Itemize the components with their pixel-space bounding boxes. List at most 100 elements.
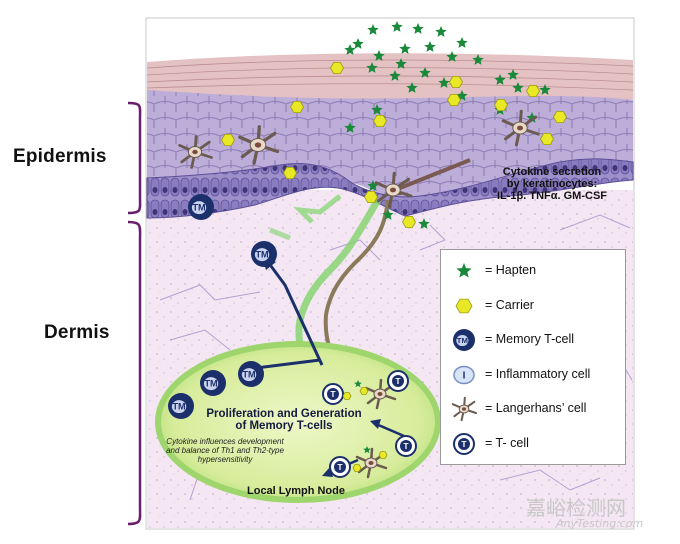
influence-line-1: Cytokine influences development [166, 437, 284, 446]
cytokine-influence-note: Cytokine influences development and bala… [150, 437, 300, 464]
svg-text:TM: TM [457, 336, 468, 345]
legend-item: T = T- cell [441, 429, 625, 459]
memory-t-cell-icon: TM [238, 361, 264, 387]
svg-text:TM: TM [192, 202, 205, 212]
hapten-star-icon [412, 23, 424, 34]
legend-label: = Langerhans’ cell [485, 401, 587, 415]
hapten-star-icon [456, 263, 472, 278]
legend-item: TM = Memory T-cell [441, 325, 625, 355]
legend-label: = T- cell [485, 435, 529, 450]
memory-t-cell-icon: TM [251, 241, 277, 267]
t-cell-icon: T [329, 456, 351, 478]
memory-t-cell-icon: TM [188, 194, 214, 220]
carrier-hexagon-icon [359, 387, 369, 395]
t-cell-icon: T [395, 435, 417, 457]
hapten-star-icon [472, 54, 484, 65]
dermis-bracket [127, 220, 142, 526]
svg-text:T: T [330, 389, 336, 399]
legend-item: = Carrier [441, 291, 625, 321]
langerhans-cell-icon [364, 378, 397, 410]
carrier-hexagon-icon [342, 392, 352, 400]
langerhans-cell-icon [238, 125, 280, 165]
legend-label: = Carrier [485, 297, 534, 312]
carrier-hexagon-icon [526, 85, 540, 97]
t-cell-icon: T [453, 432, 475, 455]
carrier-hexagon-icon [283, 166, 297, 180]
hapten-star-icon [367, 24, 379, 35]
svg-text:T: T [403, 441, 409, 451]
carrier-hexagon-icon [352, 464, 362, 472]
hapten-star-icon [406, 82, 418, 93]
carrier-hexagon-icon [449, 76, 463, 88]
svg-text:TM: TM [255, 249, 268, 259]
watermark-en: AnyTesting.com [556, 517, 644, 530]
hapten-star-icon [382, 209, 394, 220]
langerhans-cell-icon [178, 135, 213, 169]
local-lymph-node-label: Local Lymph Node [247, 485, 345, 497]
inflammatory-cell-icon: I [453, 365, 475, 384]
carrier-hexagon-icon [455, 298, 473, 313]
hapten-star-icon [354, 380, 362, 388]
hapten-star-icon [424, 41, 436, 52]
hapten-star-icon [456, 263, 472, 278]
hapten-star-icon [344, 44, 356, 55]
legend-item: I = Inflammatory cell [441, 360, 625, 390]
langerhans-cell-icon [374, 171, 413, 209]
hapten-star-icon [366, 62, 378, 73]
carrier-hexagon-icon [447, 94, 461, 106]
hapten-star-icon [363, 446, 371, 454]
memory-t-cell-icon: TM [453, 329, 475, 351]
corneum-lines [146, 59, 634, 91]
langerhans-cell-icon [451, 396, 477, 422]
t-cell-icon: T [453, 432, 475, 455]
langerhans-cell-icon [501, 109, 540, 147]
legend-item: = Langerhans’ cell [441, 394, 625, 424]
memory-t-cell-exit-arrow [266, 261, 324, 366]
legend-item: = Hapten [441, 256, 625, 286]
influence-line-3: hypersensitivity [197, 455, 253, 464]
hapten-star-icon [371, 104, 383, 115]
cytokine-line-1: Cytokine secretion [502, 166, 602, 178]
carrier-hexagon-icon [402, 215, 416, 229]
svg-text:TM: TM [242, 369, 255, 379]
cytokine-line-2: by keratinocytes: [506, 178, 598, 190]
hapten-star-icon [419, 67, 431, 78]
svg-text:T: T [395, 376, 401, 386]
svg-text:TM: TM [172, 401, 185, 411]
hapten-star-icon [539, 84, 551, 95]
langerhans-cell-icon [451, 396, 477, 422]
proliferation-line-2: of Memory T-cells [235, 420, 333, 432]
legend-label: = Memory T-cell [485, 332, 575, 346]
hapten-star-icon [395, 58, 407, 69]
svg-text:TM: TM [204, 378, 217, 388]
hapten-star-icon [446, 51, 458, 62]
basal-layer [146, 158, 634, 219]
hapten-star-icon [373, 50, 385, 61]
hapten-star-icon [352, 38, 364, 49]
proliferation-title: Proliferation and Generation of Memory T… [196, 408, 372, 432]
memory-t-cell-icon: TM [168, 393, 194, 419]
carrier-hexagon-icon [290, 101, 304, 113]
legend-label: = Inflammatory cell [485, 366, 591, 381]
carrier-hexagon-icon [364, 190, 378, 204]
hapten-star-icon [456, 37, 468, 48]
hapten-star-icon [344, 122, 356, 133]
hapten-star-icon [494, 74, 506, 85]
hapten-star-icon [512, 82, 524, 93]
t-cell-icon: T [387, 370, 409, 392]
hapten-star-icon [507, 69, 519, 80]
stratum-corneum [147, 53, 633, 100]
dermis-label: Dermis [44, 322, 110, 343]
hapten-star-icon [399, 43, 411, 54]
carrier-hexagon-icon [494, 99, 508, 111]
svg-text:I: I [463, 370, 466, 381]
cytokine-secretion-note: Cytokine secretion by keratinocytes: IL-… [482, 166, 622, 202]
hapten-star-icon [418, 218, 430, 229]
epidermis-label: Epidermis [13, 146, 107, 167]
carrier-hexagon-icon [540, 132, 554, 146]
hapten-star-icon [391, 21, 403, 32]
hapten-star-icon [438, 77, 450, 88]
influence-line-2: and balance of Th1 and Th2-type [166, 446, 284, 455]
